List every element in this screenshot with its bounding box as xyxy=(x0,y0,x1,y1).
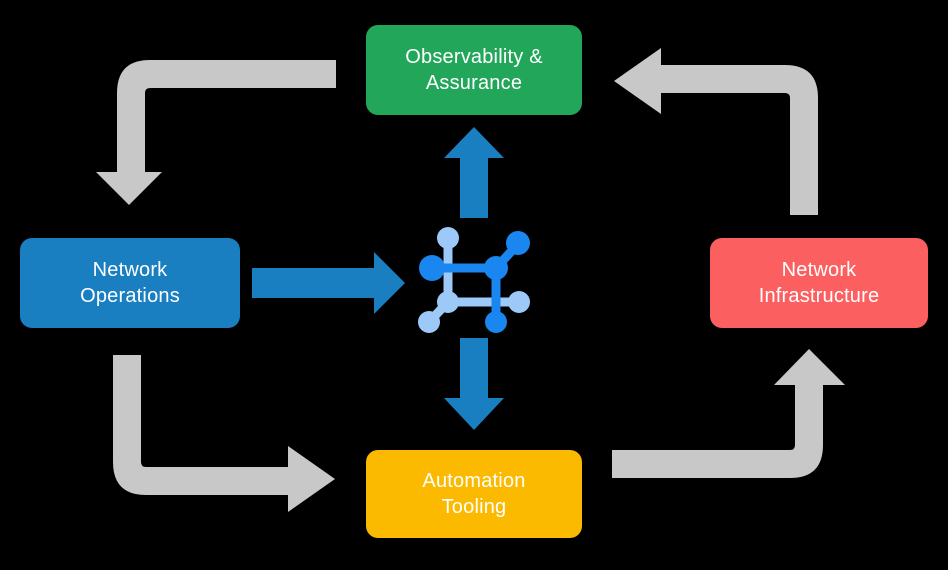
network-node-hub xyxy=(484,256,508,280)
node-box-observability-assurance[interactable]: Observability & Assurance xyxy=(366,25,582,115)
network-node-top-right xyxy=(506,231,530,255)
network-icon-nodes xyxy=(418,227,530,333)
network-node-bottom-left xyxy=(418,311,440,333)
node-box-network-operations[interactable]: Network Operations xyxy=(20,238,240,328)
blue-arrow-operations-to-center xyxy=(252,252,405,314)
network-node-right xyxy=(508,291,530,313)
gray-arrow-automation-to-infrastructure xyxy=(612,349,845,478)
network-topology-icon xyxy=(418,227,530,333)
network-node-top-left xyxy=(437,227,459,249)
node-label-observability-assurance: Observability & Assurance xyxy=(405,45,543,94)
gray-arrow-operations-to-automation xyxy=(113,355,335,512)
blue-arrow-center-to-automation xyxy=(444,338,504,430)
network-node-mid-left xyxy=(437,291,459,313)
gray-arrow-observability-to-operations xyxy=(96,60,336,205)
node-box-automation-tooling[interactable]: Automation Tooling xyxy=(366,450,582,538)
network-node-left xyxy=(419,255,445,281)
node-label-network-operations: Network Operations xyxy=(80,258,180,307)
network-node-bottom xyxy=(485,311,507,333)
node-label-network-infrastructure: Network Infrastructure xyxy=(758,258,880,307)
node-label-automation-tooling: Automation Tooling xyxy=(422,469,526,518)
blue-arrow-center-to-observability xyxy=(444,127,504,218)
gray-arrow-infrastructure-to-observability xyxy=(614,48,818,215)
node-box-network-infrastructure[interactable]: Network Infrastructure xyxy=(710,238,928,328)
